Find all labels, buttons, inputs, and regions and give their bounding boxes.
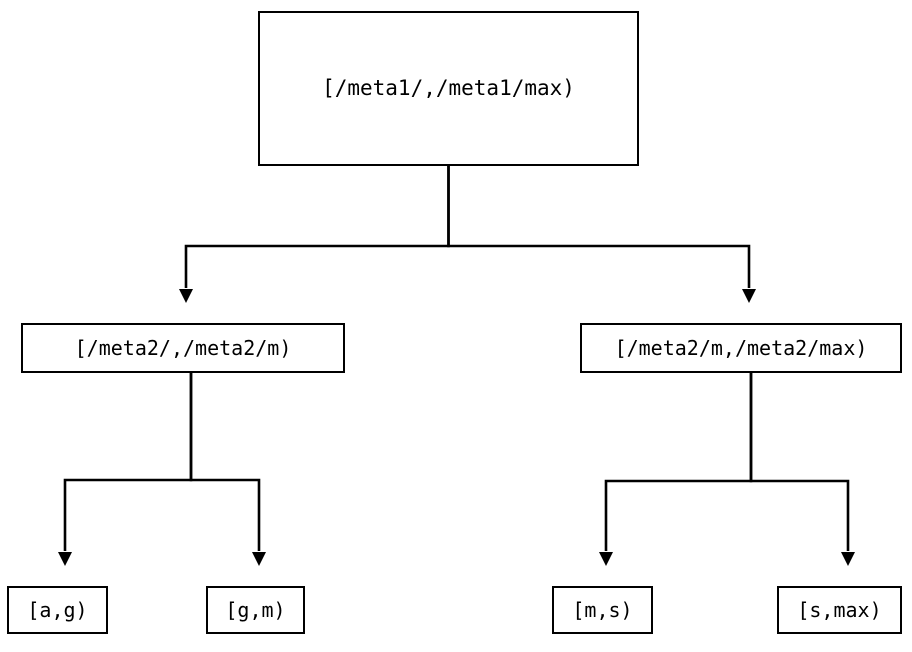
edge-line-rightmid-smax [749,373,850,551]
edge-line-root-right [447,166,751,288]
node-leaf-s-max[interactable]: [s,max) [777,586,902,634]
node-leaf-a-g[interactable]: [a,g) [7,586,108,634]
edge-line-rightmid-ms [604,373,753,551]
edge-left-mid-to-leaf-gm [189,373,266,566]
node-left-mid-label: [/meta2/,/meta2/m) [74,336,292,360]
node-root[interactable]: [/meta1/,/meta1/max) [258,11,639,166]
node-leaf-s-max-label: [s,max) [797,598,882,622]
node-leaf-m-s[interactable]: [m,s) [552,586,653,634]
node-right-mid-label: [/meta2/m,/meta2/max) [614,336,868,360]
node-leaf-g-m-label: [g,m) [225,598,286,622]
edge-right-mid-to-leaf-ms [599,373,753,566]
edge-line-root-left [184,166,450,288]
node-left-mid[interactable]: [/meta2/,/meta2/m) [21,323,345,373]
edge-root-to-left-mid [179,166,450,303]
edge-right-mid-to-leaf-smax [749,373,855,566]
node-leaf-a-g-label: [a,g) [27,598,88,622]
node-right-mid[interactable]: [/meta2/m,/meta2/max) [580,323,902,373]
edge-line-leftmid-ag [63,373,193,551]
arrowhead-icon [252,552,266,566]
node-leaf-m-s-label: [m,s) [572,598,633,622]
node-root-label: [/meta1/,/meta1/max) [322,76,575,100]
edge-left-mid-to-leaf-ag [58,373,193,566]
arrowhead-icon [58,552,72,566]
edge-root-to-right-mid [447,166,756,303]
edge-line-leftmid-gm [189,373,261,551]
arrowhead-icon [599,552,613,566]
arrowhead-icon [179,289,193,303]
node-leaf-g-m[interactable]: [g,m) [206,586,305,634]
arrowhead-icon [742,289,756,303]
arrowhead-icon [841,552,855,566]
